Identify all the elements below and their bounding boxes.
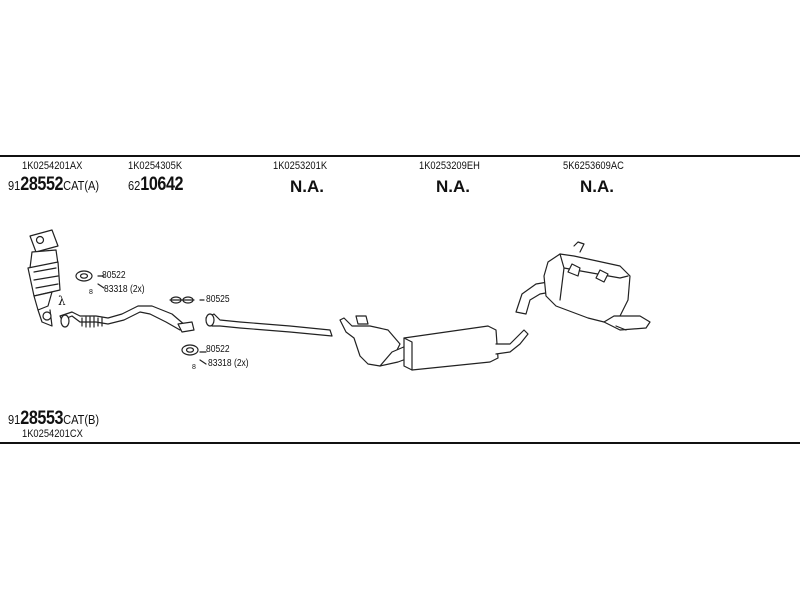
oe-number-rear-muffler: 5K6253609AC	[563, 160, 624, 172]
oe-number-front-pipe: 1K0254305K	[128, 160, 183, 172]
callout-upper-bolt: 83318 (2x)	[104, 284, 145, 295]
middle-pipe	[205, 313, 333, 337]
rear-muffler	[515, 241, 651, 331]
oe-number-cat-b: 1K0254201CX	[22, 428, 83, 440]
front-pipe	[59, 305, 195, 333]
part-number-front-pipe: 6210642	[128, 174, 184, 195]
oe-number-cat-a: 1K0254201AX	[22, 160, 83, 172]
bottom-rule	[0, 442, 800, 444]
part-number-cat-a: 9128552CAT(A)	[8, 174, 100, 195]
lambda-sensor-symbol: λ	[58, 294, 66, 308]
gasket-lower	[181, 344, 199, 356]
callout-upper-gasket: 80522	[102, 270, 126, 281]
na-center-muffler: N.A.	[436, 177, 470, 196]
na-rear-muffler: N.A.	[580, 177, 614, 196]
callout-lower-bolt: 83318 (2x)	[208, 358, 249, 369]
callout-middle-gasket: 80525	[206, 294, 230, 305]
callout-lower-bolt-prefix: 8	[192, 364, 196, 371]
gasket-middle	[169, 296, 195, 304]
callout-lower-gasket: 80522	[206, 344, 230, 355]
catalytic-converter-a	[27, 229, 61, 327]
oe-number-middle-pipe: 1K0253201K	[273, 160, 328, 172]
na-middle-pipe: N.A.	[290, 177, 324, 196]
oe-number-center-muffler: 1K0253209EH	[419, 160, 480, 172]
callout-upper-bolt-prefix: 8	[89, 289, 93, 296]
top-rule	[0, 155, 800, 157]
center-muffler	[339, 315, 529, 371]
part-number-cat-b: 9128553CAT(B)	[8, 408, 100, 429]
gasket-upper	[75, 270, 93, 282]
